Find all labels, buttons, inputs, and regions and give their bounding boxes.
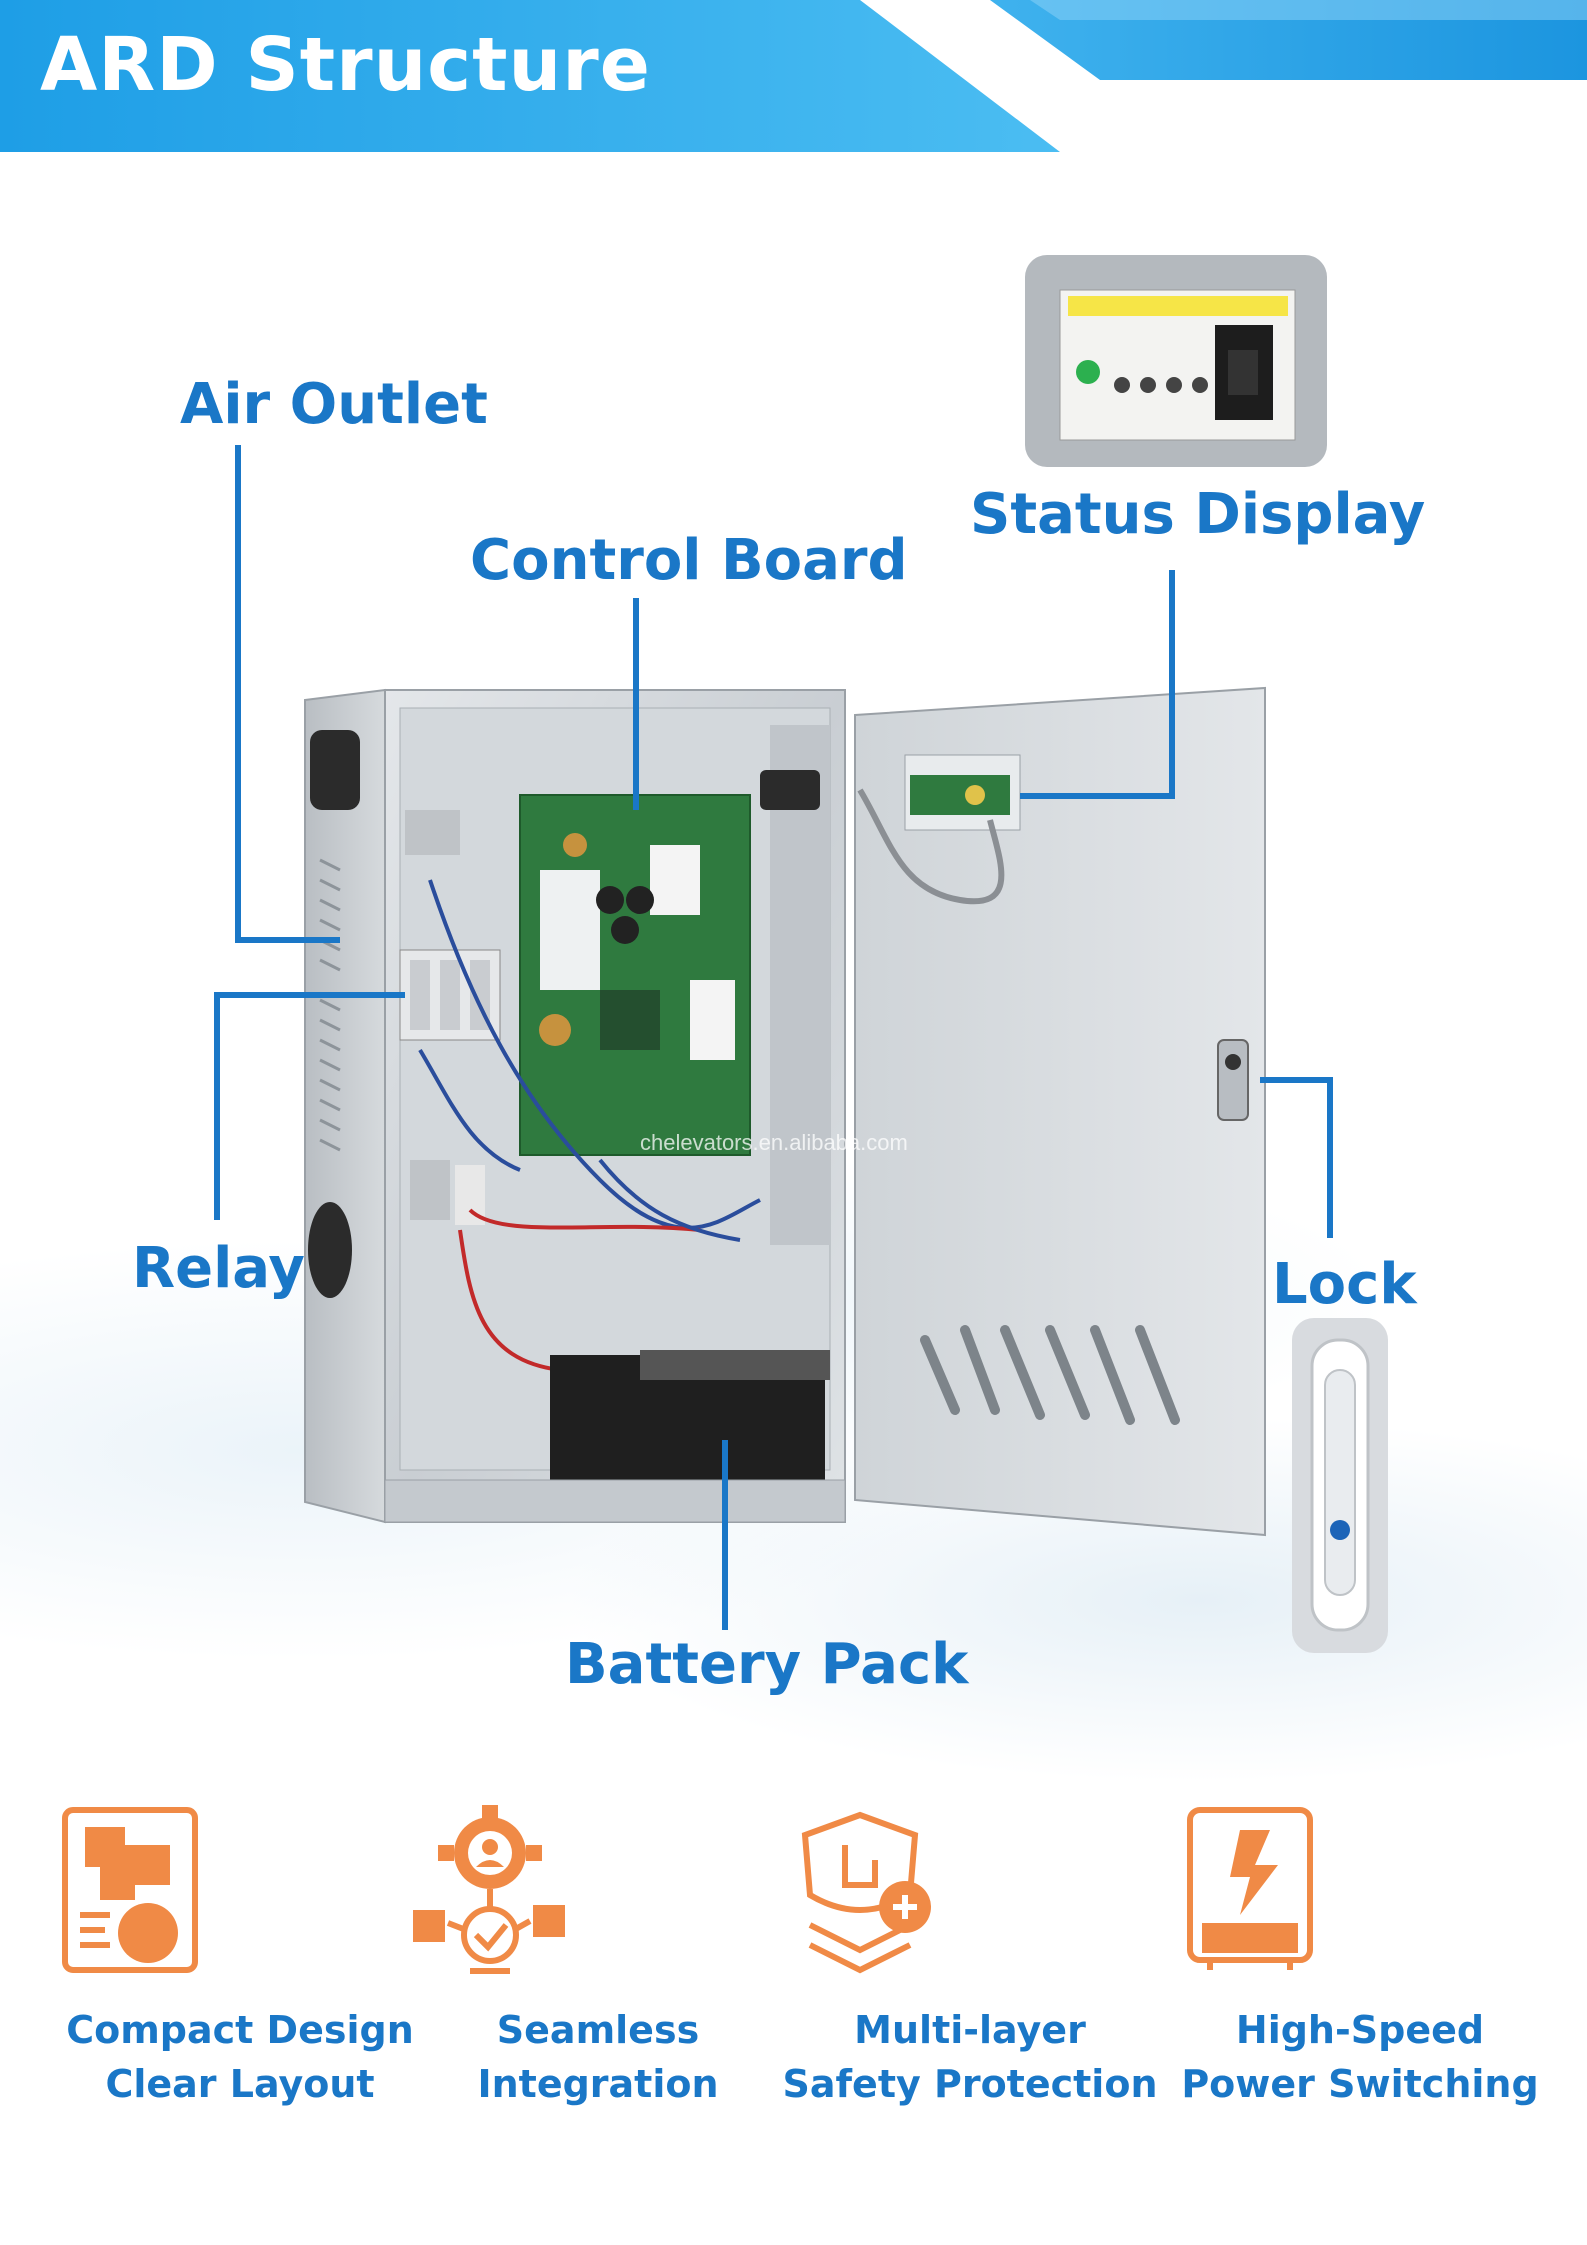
ard-cabinet-illustration: [304, 255, 1388, 1653]
power-switch-icon: [1187, 1807, 1313, 1970]
feature-line2: Clear Layout: [105, 2062, 375, 2106]
feature-line2: Power Switching: [1181, 2062, 1539, 2106]
header-banner: [0, 0, 1587, 152]
feature-line2: Safety Protection: [782, 2062, 1158, 2106]
feature-line1: Compact Design: [66, 2008, 414, 2052]
label-control-board: Control Board: [470, 528, 908, 593]
feature-line1: Seamless: [496, 2008, 700, 2052]
feature-seamless-integration: Seamless Integration: [408, 1805, 788, 2149]
safety-shield-icon: [801, 1811, 931, 1974]
feature-safety-protection: Multi-layer Safety Protection: [780, 1805, 1160, 2149]
feature-line1: Multi-layer: [854, 2008, 1086, 2052]
feature-power-switching: High-Speed Power Switching: [1170, 1805, 1550, 2149]
label-battery-pack: Battery Pack: [565, 1632, 969, 1697]
label-lock: Lock: [1272, 1252, 1417, 1317]
compact-layout-icon: [62, 1807, 198, 1973]
feature-line1: High-Speed: [1235, 2008, 1485, 2052]
feature-compact-design: Compact Design Clear Layout: [50, 1805, 430, 2149]
page-title: ARD Structure: [40, 22, 651, 108]
label-leader-lines: [214, 445, 1333, 1630]
label-relay: Relay: [132, 1236, 305, 1301]
integration-gear-icon: [413, 1805, 565, 1974]
feature-line2: Integration: [477, 2062, 719, 2106]
watermark-text: chelevators.en.alibaba.com: [640, 1130, 908, 1155]
label-status-display: Status Display: [970, 482, 1426, 547]
label-air-outlet: Air Outlet: [180, 372, 488, 437]
